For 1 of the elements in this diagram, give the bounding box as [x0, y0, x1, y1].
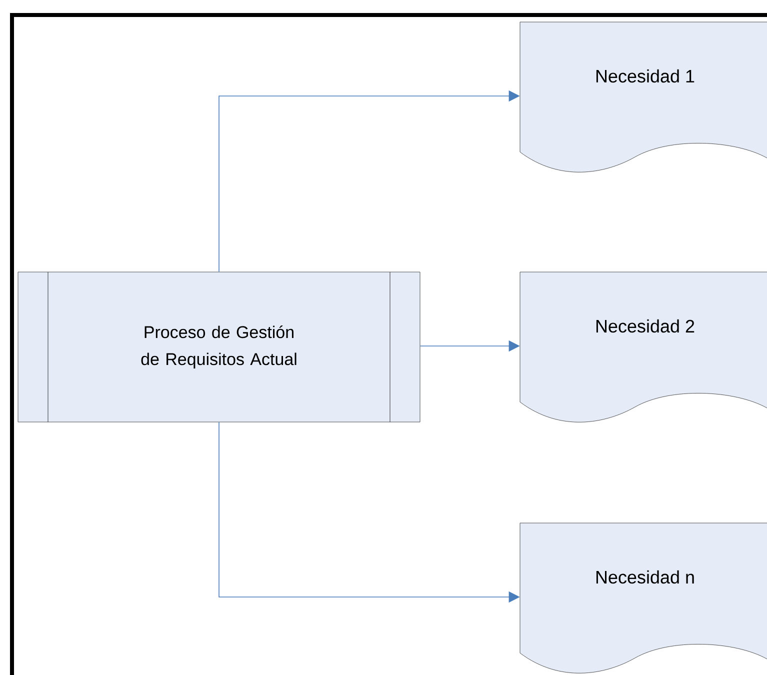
process-box: Proceso de Gestión de Requisitos Actual: [18, 272, 420, 422]
